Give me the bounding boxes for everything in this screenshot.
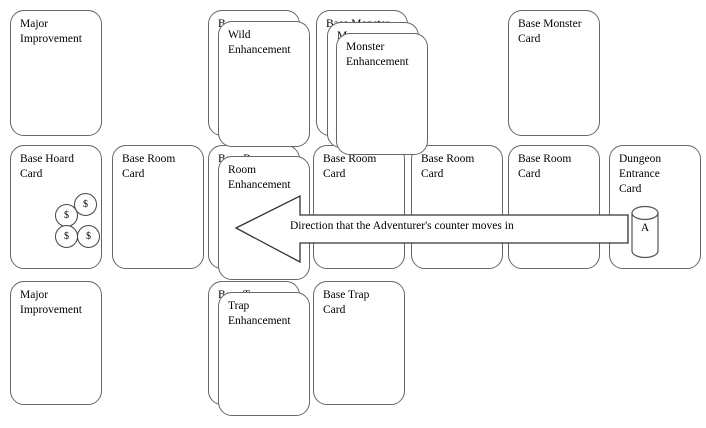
- hoard-coin: $: [55, 204, 78, 227]
- hoard-coin: $: [55, 225, 78, 248]
- card-label: Monster Enhancement: [346, 41, 409, 68]
- card-label: Room Enhancement: [228, 164, 291, 191]
- card-label: Base Room Card: [323, 153, 377, 180]
- card-label: Dungeon Entrance Card: [619, 153, 662, 195]
- card-label: Base Trap Card: [323, 289, 370, 316]
- card-base-room-card-4[interactable]: Base Room Card: [508, 145, 600, 269]
- card-label: Wild Enhancement: [228, 29, 291, 56]
- card-room-enhancement[interactable]: Room Enhancement: [218, 156, 310, 280]
- card-base-room-card-3[interactable]: Base Room Card: [411, 145, 503, 269]
- card-base-monster-card-right[interactable]: Base Monster Card: [508, 10, 600, 136]
- card-label: Base Room Card: [122, 153, 176, 180]
- card-monster-enhancement[interactable]: Monster Enhancement: [336, 33, 428, 155]
- card-label: Major Improvement: [20, 289, 82, 316]
- card-wild-enhancement[interactable]: Wild Enhancement: [218, 21, 310, 147]
- card-base-trap-card[interactable]: Base Trap Card: [313, 281, 405, 405]
- card-base-room-card-2[interactable]: Base Room Card: [313, 145, 405, 269]
- card-label: Major Improvement: [20, 18, 82, 45]
- adventurer-token-letter: A: [640, 222, 650, 234]
- card-base-hoard-card[interactable]: Base Hoard Card $ $ $ $: [10, 145, 102, 269]
- card-label: Base Hoard Card: [20, 153, 74, 180]
- hoard-coin: $: [74, 193, 97, 216]
- card-label: Base Room Card: [421, 153, 475, 180]
- card-base-room-card-1[interactable]: Base Room Card: [112, 145, 204, 269]
- card-major-improvement-bottom[interactable]: Major Improvement: [10, 281, 102, 405]
- card-dungeon-entrance-card[interactable]: Dungeon Entrance Card: [609, 145, 701, 269]
- card-label: Base Monster Card: [518, 18, 582, 45]
- card-trap-enhancement[interactable]: Trap Enhancement: [218, 292, 310, 416]
- hoard-coin: $: [77, 225, 100, 248]
- card-major-improvement-top[interactable]: Major Improvement: [10, 10, 102, 136]
- card-label: Base Room Card: [518, 153, 572, 180]
- card-label: Trap Enhancement: [228, 300, 291, 327]
- direction-arrow-label: Direction that the Adventurer's counter …: [290, 220, 514, 232]
